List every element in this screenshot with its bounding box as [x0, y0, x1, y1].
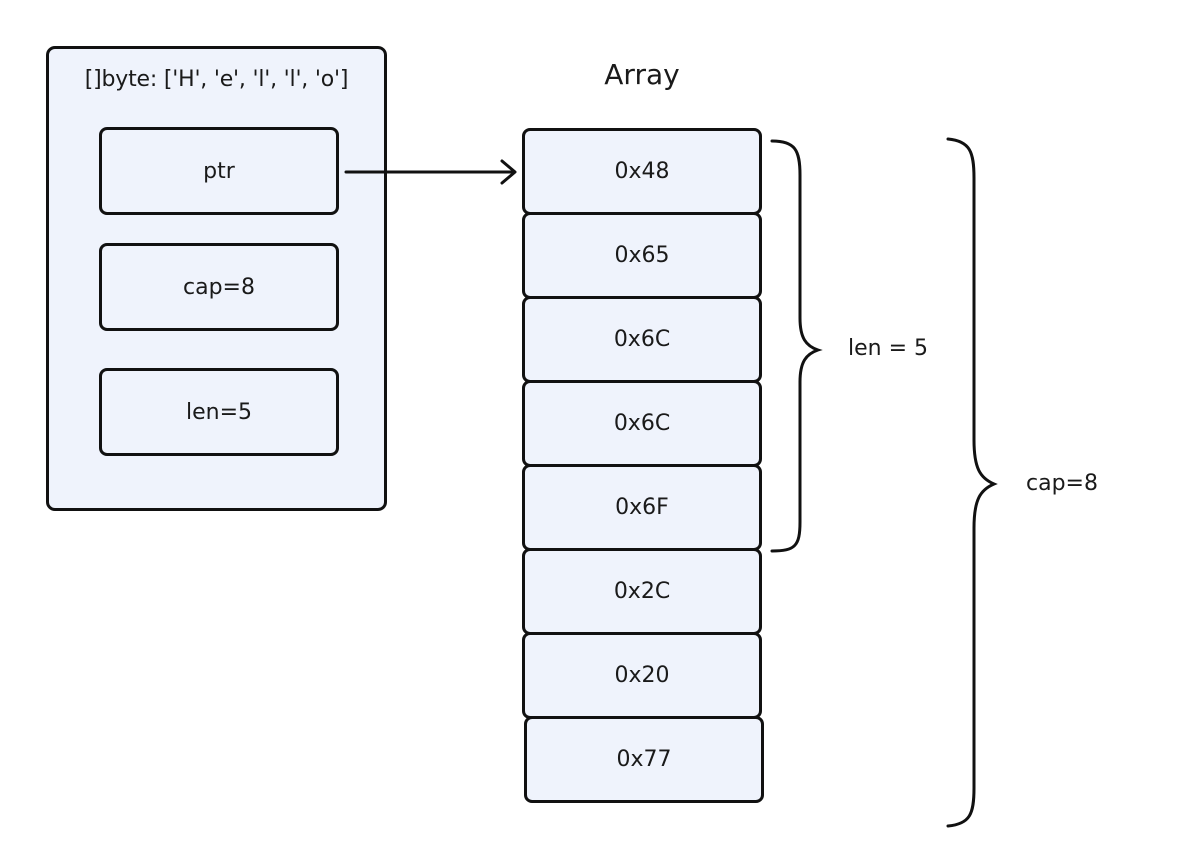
- array-cell: 0x65: [522, 212, 762, 299]
- slice-field-len: len=5: [99, 368, 339, 456]
- array-cell: 0x6C: [522, 380, 762, 467]
- array-cell: 0x20: [522, 632, 762, 719]
- array-title: Array: [604, 58, 680, 91]
- array-cell: 0x48: [522, 128, 762, 215]
- array-cell-label: 0x20: [614, 663, 670, 688]
- len-brace-label: len = 5: [848, 336, 929, 361]
- ptr-arrow: [344, 159, 517, 185]
- array-cell-label: 0x2C: [613, 579, 671, 604]
- array-cell: 0x77: [524, 716, 764, 803]
- array-cell-label: 0x77: [616, 747, 672, 772]
- slice-field-ptr-label: ptr: [203, 158, 235, 184]
- len-brace: [770, 139, 823, 553]
- array-cell-label: 0x65: [614, 243, 670, 268]
- array-cell-label: 0x6C: [613, 327, 671, 352]
- array-cell-label: 0x6F: [615, 495, 669, 520]
- slice-field-cap-label: cap=8: [183, 274, 255, 300]
- cap-brace: [946, 137, 998, 828]
- slice-field-cap: cap=8: [99, 243, 339, 331]
- array-cell: 0x6C: [522, 296, 762, 383]
- array-cell: 0x2C: [522, 548, 762, 635]
- array-cell-label: 0x48: [614, 159, 670, 184]
- slice-title: []byte: ['H', 'e', 'l', 'l', 'o']: [84, 67, 349, 92]
- slice-field-len-label: len=5: [185, 399, 253, 425]
- slice-field-ptr: ptr: [99, 127, 339, 215]
- array-cell-label: 0x6C: [613, 411, 671, 436]
- cap-brace-label: cap=8: [1026, 471, 1098, 496]
